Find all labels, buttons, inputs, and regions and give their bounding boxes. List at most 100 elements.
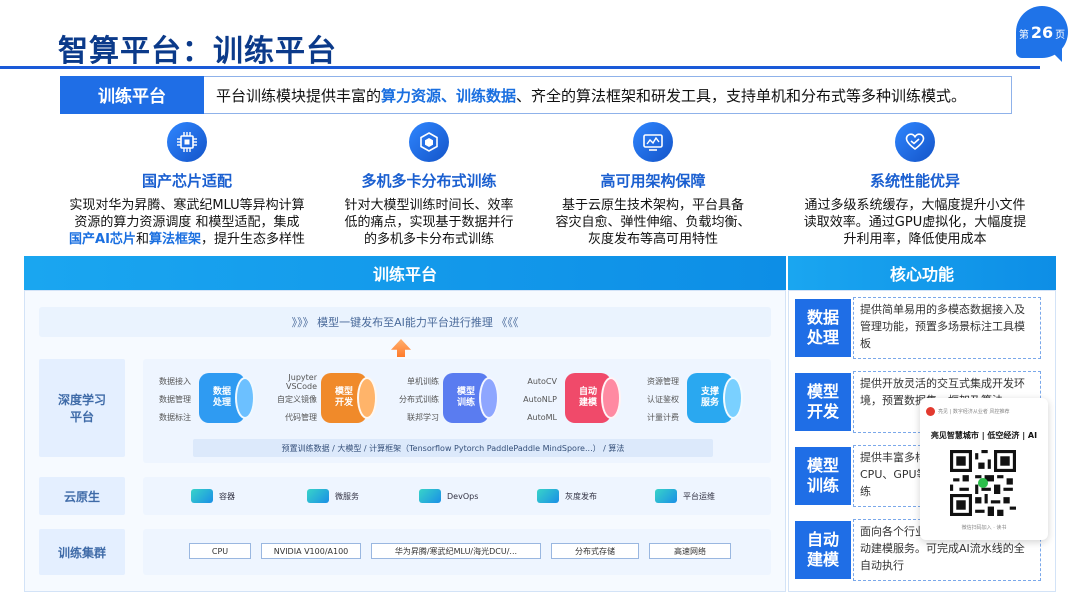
framework-stack-bar: 预置训练数据 / 大模型 / 计算框架（Tensorflow Pytorch P… bbox=[193, 439, 713, 457]
feature-desc-line: 读取效率。通过GPU虚拟化，大幅度提 bbox=[803, 215, 1027, 230]
cloud-native-area: 容器 微服务 DevOps 灰度发布 平台运维 bbox=[143, 477, 771, 515]
feature-high-availability: 高可用架构保障 基于云原生技术架构，平台具备 容灾自愈、弹性伸缩、负载均衡、 灰… bbox=[528, 122, 778, 248]
page-suffix: 页 bbox=[1055, 29, 1066, 41]
feature-desc-highlight: 产AI芯片 bbox=[82, 232, 136, 247]
cube-icon bbox=[655, 489, 677, 503]
feature-desc-text: 和 bbox=[135, 232, 149, 247]
group-labels: 单机训练 分布式训练 联邦学习 bbox=[395, 373, 439, 427]
group-label: 单机训练 bbox=[407, 377, 439, 386]
core-item-tag: 模型 开发 bbox=[795, 373, 851, 431]
module-box: 模型 开发 bbox=[321, 373, 367, 423]
feature-desc-line: 实现对华为昇腾、寒武纪MLU等异构计算 bbox=[69, 198, 305, 213]
core-item-tag: 自动 建模 bbox=[795, 521, 851, 579]
page-title: 智算平台：训练平台 bbox=[58, 34, 337, 69]
intro-tag: 训练平台 bbox=[60, 75, 204, 114]
intro-highlight: 算力资源、训练数据 bbox=[381, 86, 517, 105]
feature-desc-line: 低的痛点，实现基于数据并行 bbox=[344, 215, 514, 230]
intro-text: 平台训练模块提供丰富的算力资源、训练数据、齐全的算法框架和研发工具，支持单机和分… bbox=[204, 85, 966, 106]
group-label: 代码管理 bbox=[285, 413, 317, 422]
feature-desc-line: 通过多级系统缓存，大幅度提升小文件 bbox=[804, 198, 1026, 213]
core-item-desc: 提供简单易用的多模态数据接入及管理功能，预置多场景标注工具模板 bbox=[853, 297, 1041, 359]
feature-desc-line: 基于云原生技术架构，平台具备 bbox=[561, 198, 744, 213]
feature-desc: 通过多级系统缓存，大幅度提升小文件 读取效率。通过GPU虚拟化，大幅度提 升利用… bbox=[790, 197, 1040, 248]
deep-learning-label: 深度学习 平台 bbox=[39, 359, 125, 457]
feature-performance: 系统性能优异 通过多级系统缓存，大幅度提升小文件 读取效率。通过GPU虚拟化，大… bbox=[790, 122, 1040, 248]
cloud-item: 灰度发布 bbox=[537, 489, 597, 503]
group-label: 分布式训练 bbox=[399, 395, 439, 404]
cloud-item: DevOps bbox=[419, 489, 478, 503]
cloud-item-label: 微服务 bbox=[335, 491, 359, 501]
qr-card-title: 亮见智慧城市 | 低空经济 | AI bbox=[930, 431, 1038, 440]
feature-distributed-training: 多机多卡分布式训练 针对大模型训练时间长、效率 低的痛点，实现基于数据并行 的多… bbox=[304, 122, 554, 248]
cloud-item: 平台运维 bbox=[655, 489, 715, 503]
hardware-box: 分布式存储 bbox=[551, 543, 639, 559]
cloud-item-label: 平台运维 bbox=[683, 491, 715, 501]
module-cylinder bbox=[357, 377, 377, 419]
hardware-box: 高速网络 bbox=[649, 543, 731, 559]
feature-desc-line: 灰度发布等高可用特性 bbox=[587, 232, 718, 247]
feature-desc-line: 国产AI芯片和算法框架，提升生态多样性 bbox=[62, 231, 312, 248]
group-label: Jupyter VSCode bbox=[285, 373, 317, 391]
group-support-services: 资源管理 认证鉴权 计量计费 支撑 服务 bbox=[639, 369, 749, 435]
account-logo-icon bbox=[926, 406, 935, 416]
feature-desc-line: 针对大模型训练时间长、效率 bbox=[344, 198, 514, 213]
page-number-badge: 第 26 页 bbox=[1016, 6, 1068, 58]
heart-hand-icon bbox=[895, 122, 935, 162]
qr-code-card[interactable]: 亮见 | 数字经济从业者 风控推荐 亮见智慧城市 | 低空经济 | AI 微信扫… bbox=[920, 398, 1048, 540]
feature-domestic-chips: 国产芯片适配 实现对华为昇腾、寒武纪MLU等异构计算 资源的算力资源调度 和模型… bbox=[62, 122, 312, 248]
cloud-native-label: 云原生 bbox=[39, 477, 125, 515]
cube-network-icon bbox=[409, 122, 449, 162]
platform-diagram: 》》》 模型一键发布至AI能力平台进行推理 《《《 深度学习 平台 数据接入 数… bbox=[24, 290, 786, 592]
group-label: AutoCV bbox=[527, 377, 557, 386]
feature-title: 国产芯片适配 bbox=[141, 172, 232, 190]
feature-desc-highlight: 算法框架 bbox=[148, 232, 201, 247]
feature-title: 系统性能优异 bbox=[869, 172, 960, 190]
qr-account-name: 亮见 | 数字经济从业者 风控推荐 bbox=[938, 408, 1010, 415]
group-model-training: 单机训练 分布式训练 联邦学习 模型 训练 bbox=[395, 369, 505, 435]
core-item-auto-modeling: 自动 建模 面向各个行业场景，提供一站式自动建模服务。可完成AI流水线的全自动执… bbox=[795, 515, 1041, 581]
group-auto-modeling: AutoCV AutoNLP AutoML 自动 建模 bbox=[517, 369, 627, 435]
group-label: 联邦学习 bbox=[407, 413, 439, 422]
group-label: 认证鉴权 bbox=[647, 395, 679, 404]
module-cylinder bbox=[479, 377, 499, 419]
feature-desc-text: ，提升生态多样性 bbox=[200, 232, 305, 247]
feature-desc-highlight: 国 bbox=[69, 232, 83, 247]
intro-text-b: 、齐全的算法框架和研发工具，支持单机和分布式等多种训练模式。 bbox=[516, 86, 967, 105]
hardware-box: 华为昇腾/寒武纪MLU/海光DCU/... bbox=[371, 543, 541, 559]
group-data-processing: 数据接入 数据管理 数据标注 数据 处理 bbox=[151, 369, 261, 435]
group-label: 计量计费 bbox=[647, 413, 679, 422]
cube-icon bbox=[537, 489, 559, 503]
cloud-item: 微服务 bbox=[307, 489, 359, 503]
feature-desc-line: 升利用率，降低使用成本 bbox=[843, 232, 987, 247]
cloud-item: 容器 bbox=[191, 489, 235, 503]
title-underline bbox=[0, 66, 1040, 69]
hardware-box: NVIDIA V100/A100 bbox=[261, 543, 361, 559]
feature-desc-line: 的多机多卡分布式训练 bbox=[363, 232, 494, 247]
feature-desc: 基于云原生技术架构，平台具备 容灾自愈、弹性伸缩、负载均衡、 灰度发布等高可用特… bbox=[528, 197, 778, 248]
intro-bar: 训练平台 平台训练模块提供丰富的算力资源、训练数据、齐全的算法框架和研发工具，支… bbox=[60, 75, 1012, 114]
cloud-item-label: 灰度发布 bbox=[565, 491, 597, 501]
module-cylinder bbox=[601, 377, 621, 419]
qr-card-header: 亮见 | 数字经济从业者 风控推荐 bbox=[926, 404, 1042, 418]
module-box: 模型 训练 bbox=[443, 373, 489, 423]
feature-title: 多机多卡分布式训练 bbox=[361, 172, 497, 190]
group-label: 数据接入 bbox=[159, 377, 191, 386]
core-panel-header: 核心功能 bbox=[788, 256, 1056, 290]
intro-text-a: 平台训练模块提供丰富的 bbox=[216, 86, 382, 105]
group-label: AutoNLP bbox=[523, 395, 557, 404]
group-model-dev: Jupyter VSCode 自定义镜像 代码管理 模型 开发 bbox=[273, 369, 383, 435]
training-cluster-label: 训练集群 bbox=[39, 529, 125, 575]
group-label: 数据管理 bbox=[159, 395, 191, 404]
qr-card-footer: 微信扫码加入 · 读书 bbox=[961, 525, 1007, 531]
module-cylinder bbox=[723, 377, 743, 419]
platform-panel-header: 训练平台 bbox=[24, 256, 786, 290]
cube-icon bbox=[419, 489, 441, 503]
qr-code-icon[interactable] bbox=[950, 450, 1016, 516]
cube-icon bbox=[307, 489, 329, 503]
page-number: 26 bbox=[1030, 22, 1054, 42]
chip-icon bbox=[167, 122, 207, 162]
cube-icon bbox=[191, 489, 213, 503]
group-label: 资源管理 bbox=[647, 377, 679, 386]
group-label: AutoML bbox=[527, 413, 557, 422]
cloud-item-label: DevOps bbox=[447, 491, 479, 501]
